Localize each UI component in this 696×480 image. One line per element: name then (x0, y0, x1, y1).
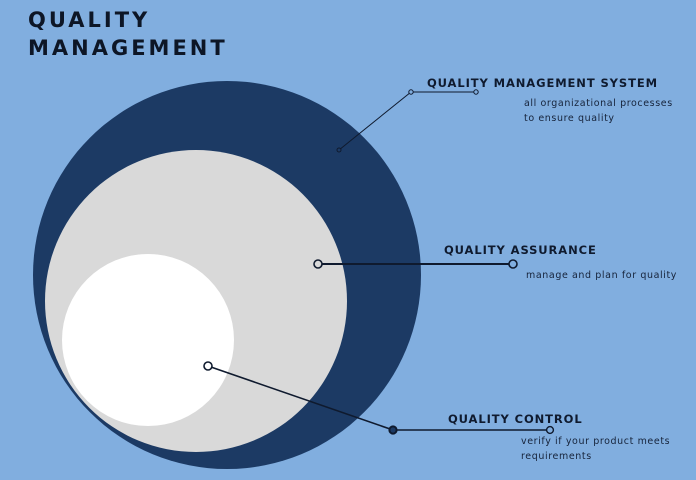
qms-description: all organizational processes to ensure q… (524, 96, 673, 126)
title-line-1: QUALITY (28, 8, 151, 32)
page-title: QUALITY MANAGEMENT (28, 6, 228, 62)
qa-label: QUALITY ASSURANCE (444, 243, 597, 257)
qc-label: QUALITY CONTROL (448, 412, 583, 426)
qa-description-line-1: manage and plan for quality (526, 270, 678, 281)
quality-control-circle (62, 254, 234, 426)
qms-description-line-2: to ensure quality (524, 113, 615, 124)
qa-description: manage and plan for quality (526, 268, 677, 283)
qc-description-line-1: verify if your product meets (521, 436, 671, 447)
qc-description: verify if your product meets requirement… (521, 434, 670, 464)
qms-label: QUALITY MANAGEMENT SYSTEM (427, 76, 658, 90)
qc-connector (203, 361, 555, 435)
qa-connector (313, 259, 518, 269)
title-line-2: MANAGEMENT (28, 36, 228, 60)
qc-description-line-2: requirements (521, 451, 592, 462)
qms-connector (336, 89, 479, 153)
qms-description-line-1: all organizational processes (524, 98, 673, 109)
